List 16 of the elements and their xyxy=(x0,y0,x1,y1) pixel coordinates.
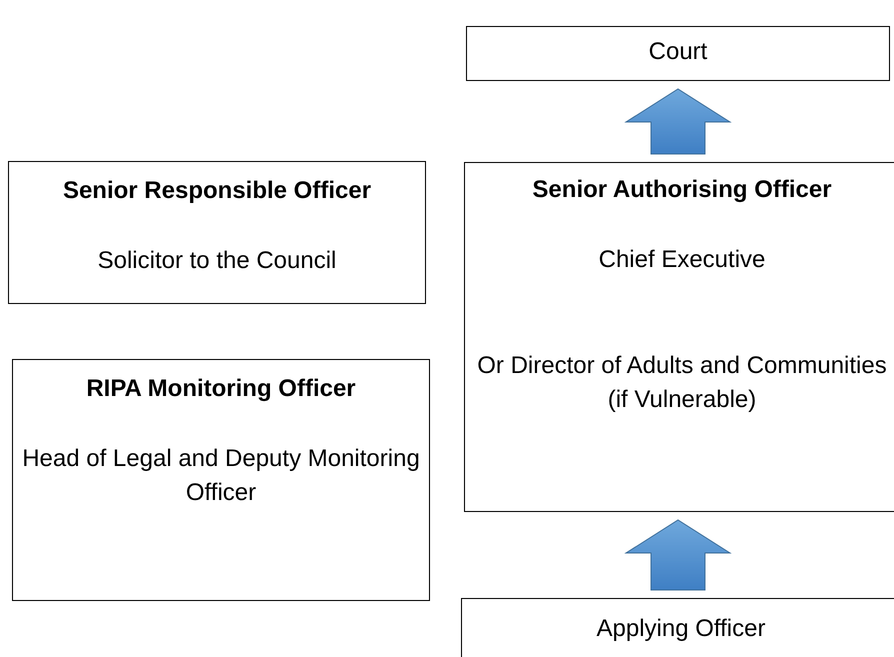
role-title: RIPA Monitoring Officer xyxy=(85,374,357,404)
role-box xyxy=(12,359,430,601)
role-holder: Chief Executive xyxy=(598,245,766,275)
role-box xyxy=(8,161,426,304)
role-title: Senior Responsible Officer xyxy=(62,176,372,206)
role-box xyxy=(466,26,890,81)
block-arrow xyxy=(624,519,732,590)
role-holder: Or Director of Adults and Communities (if Vulnerable) xyxy=(476,351,888,415)
role-box xyxy=(461,598,894,657)
role-box xyxy=(464,162,894,512)
block-arrow xyxy=(624,88,732,154)
role-title: Senior Authorising Officer xyxy=(531,175,833,205)
role-holder: Applying Officer xyxy=(596,614,766,644)
role-holder: Head of Legal and Deputy Monitoring Officer xyxy=(21,444,421,508)
role-holder: Court xyxy=(648,37,708,67)
role-holder: Solicitor to the Council xyxy=(96,246,338,276)
